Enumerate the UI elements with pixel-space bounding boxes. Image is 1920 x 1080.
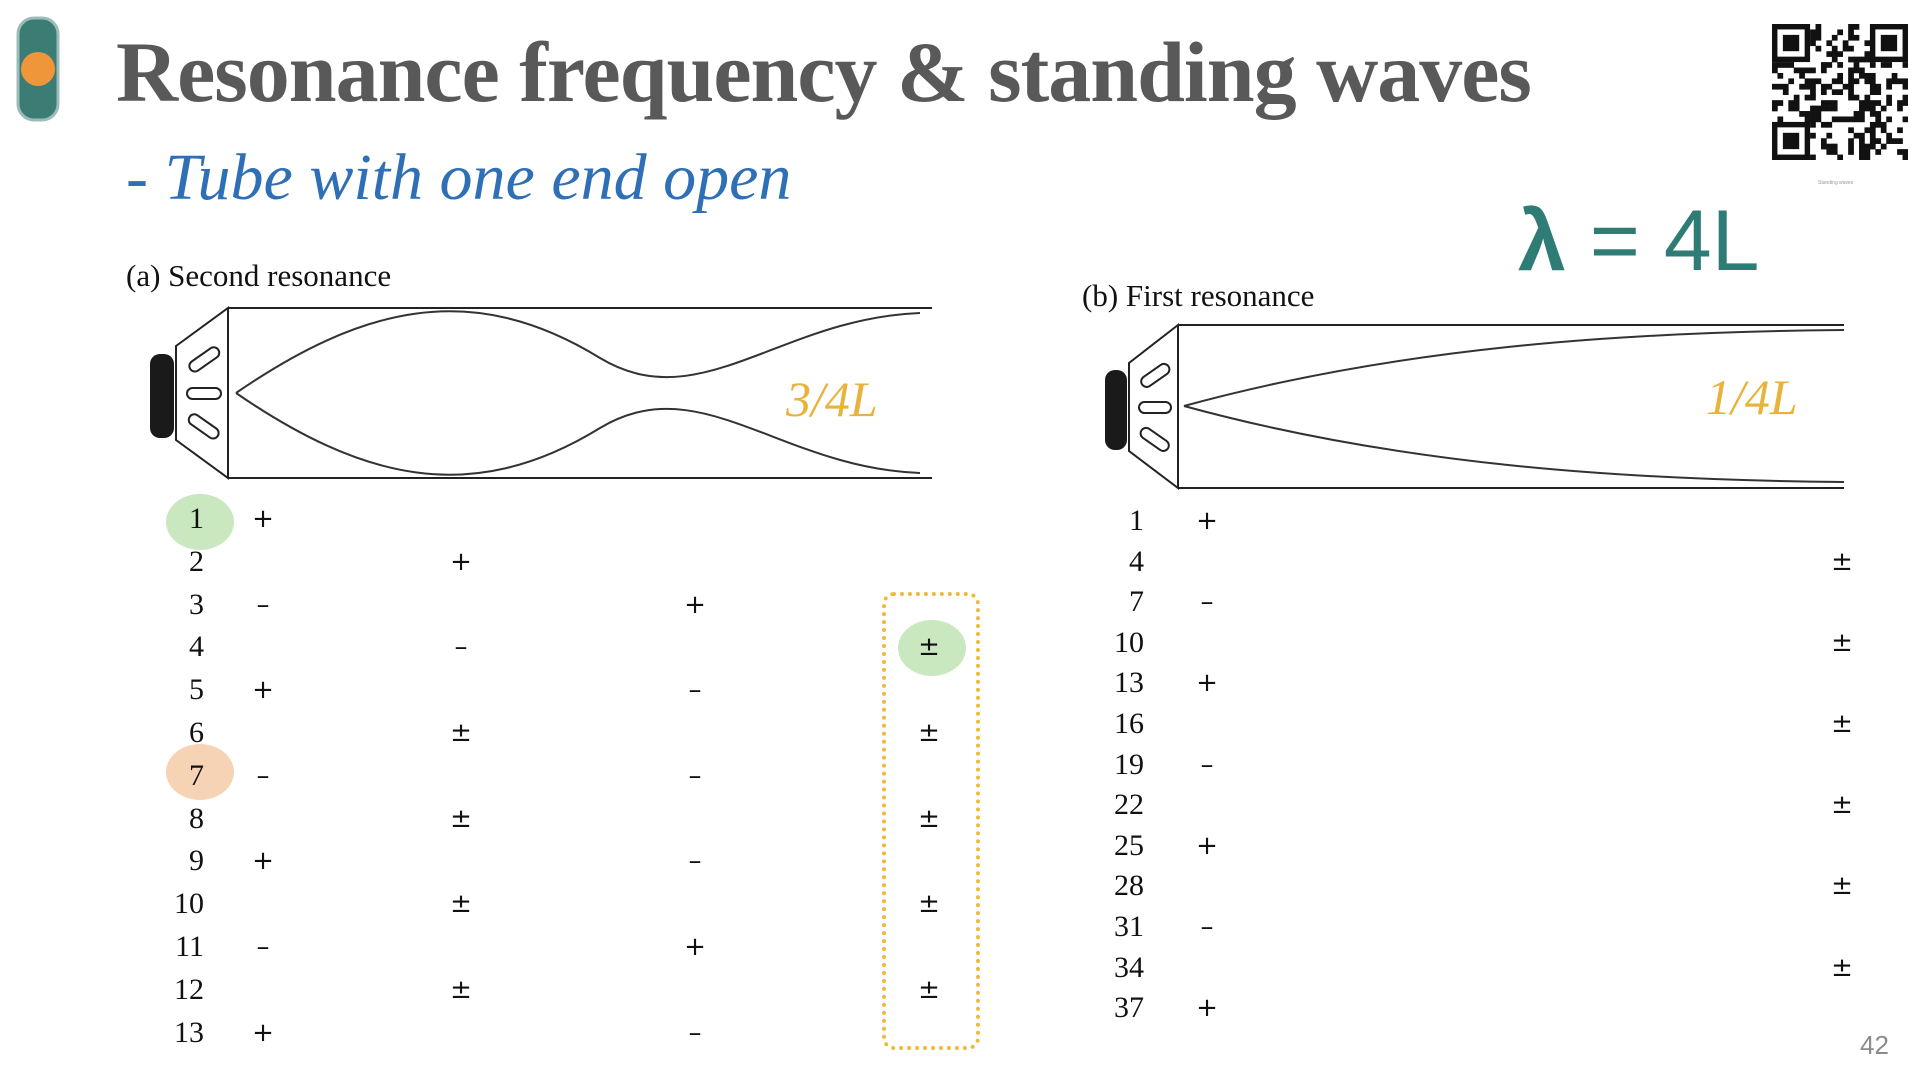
sign-mark: – [688, 760, 702, 791]
sign-mark: ± [450, 889, 472, 920]
sign-mark: + [1196, 668, 1218, 699]
sign-mark: – [1200, 749, 1214, 780]
standing-wave-upper [1183, 329, 1845, 407]
sign-mark: ± [918, 889, 940, 920]
row-number: 37 [1114, 991, 1144, 1025]
sign-mark: + [450, 546, 472, 577]
row-number: 9 [189, 844, 204, 878]
qr-code-icon [1772, 24, 1908, 160]
wavelength-formula: λ = 4L [1518, 192, 1760, 291]
highlight-row-7 [166, 744, 234, 800]
panel-b-label: (b) First resonance [1082, 278, 1315, 313]
panel-a-length-label: 3/4L [786, 371, 878, 427]
row-number: 10 [174, 887, 204, 921]
row-number: 7 [1129, 585, 1144, 619]
formula-rest: = 4L [1565, 193, 1760, 289]
row-number: 4 [189, 630, 204, 664]
sign-mark: ± [918, 718, 940, 748]
row-number: 10 [1114, 625, 1144, 659]
panel-a-tube-diagram [150, 306, 932, 480]
row-number: 25 [1114, 828, 1144, 862]
standing-wave-upper [235, 310, 921, 394]
sign-mark: + [252, 675, 274, 706]
row-number: 34 [1114, 950, 1144, 984]
sign-mark: ± [450, 803, 472, 834]
sign-mark: ± [450, 718, 472, 748]
row-number: 13 [174, 1015, 204, 1049]
sign-mark: – [688, 675, 702, 706]
panel-a-label: (a) Second resonance [126, 258, 392, 293]
sign-mark: + [1196, 506, 1218, 536]
sign-mark: ± [450, 974, 472, 1005]
row-number: 31 [1114, 910, 1144, 943]
sign-mark: + [684, 932, 706, 962]
row-number: 1 [1129, 504, 1144, 537]
sign-mark: – [256, 932, 270, 962]
row-number: 1 [189, 502, 204, 535]
row-number: 19 [1114, 747, 1144, 781]
sign-mark: ± [918, 974, 940, 1005]
panel-b-length-label: 1/4L [1706, 369, 1798, 425]
slide-number: 42 [1860, 1030, 1889, 1060]
sign-mark: ± [1831, 546, 1853, 577]
sign-mark: + [1196, 993, 1218, 1024]
row-number: 12 [174, 972, 204, 1006]
sign-mark: – [688, 846, 702, 877]
row-number: 11 [175, 930, 204, 963]
speaker-icon [1105, 322, 1179, 491]
highlight-row-4-plusminus [898, 620, 966, 676]
row-number: 5 [189, 673, 204, 707]
sign-mark: + [684, 589, 706, 620]
qr-caption: Standing waves [1818, 180, 1854, 186]
sign-mark: – [454, 632, 468, 663]
row-number: 4 [1129, 544, 1144, 578]
sign-mark: + [252, 1017, 274, 1048]
sign-mark: + [1196, 830, 1218, 861]
row-number: 22 [1114, 788, 1144, 822]
row-number: 6 [189, 716, 204, 749]
row-number: 7 [189, 758, 204, 792]
sign-mark: ± [918, 803, 940, 834]
sign-mark: – [688, 1017, 702, 1048]
slide-title: Resonance frequency & standing waves [116, 24, 1532, 120]
lambda-symbol: λ [1518, 193, 1566, 289]
speaker-icon [150, 306, 229, 480]
traffic-light-logo-icon [16, 16, 60, 122]
sign-mark: ± [918, 632, 940, 663]
sign-mark: + [252, 846, 274, 877]
sign-mark: – [256, 589, 270, 620]
panel-b-tube-diagram [1105, 322, 1845, 491]
sign-mark: + [252, 504, 274, 534]
sign-mark: – [1200, 587, 1214, 618]
row-number: 28 [1114, 869, 1144, 903]
sign-mark: ± [1831, 871, 1853, 902]
sign-mark: – [256, 760, 270, 791]
sign-mark: ± [1831, 627, 1853, 658]
row-number: 13 [1114, 666, 1144, 700]
highlight-row-1 [166, 494, 234, 550]
sign-mark: ± [1831, 952, 1853, 983]
sign-mark: ± [1831, 790, 1853, 821]
row-number: 2 [189, 544, 204, 578]
dotted-highlight-box [882, 592, 980, 1050]
row-number: 16 [1114, 707, 1144, 740]
sign-mark: – [1200, 912, 1214, 942]
row-number: 3 [189, 587, 204, 621]
sign-mark: ± [1831, 709, 1853, 739]
row-number: 8 [189, 801, 204, 835]
standing-wave-lower [235, 392, 921, 476]
slide-subtitle: - Tube with one end open [126, 141, 792, 214]
standing-wave-lower [1183, 405, 1845, 483]
